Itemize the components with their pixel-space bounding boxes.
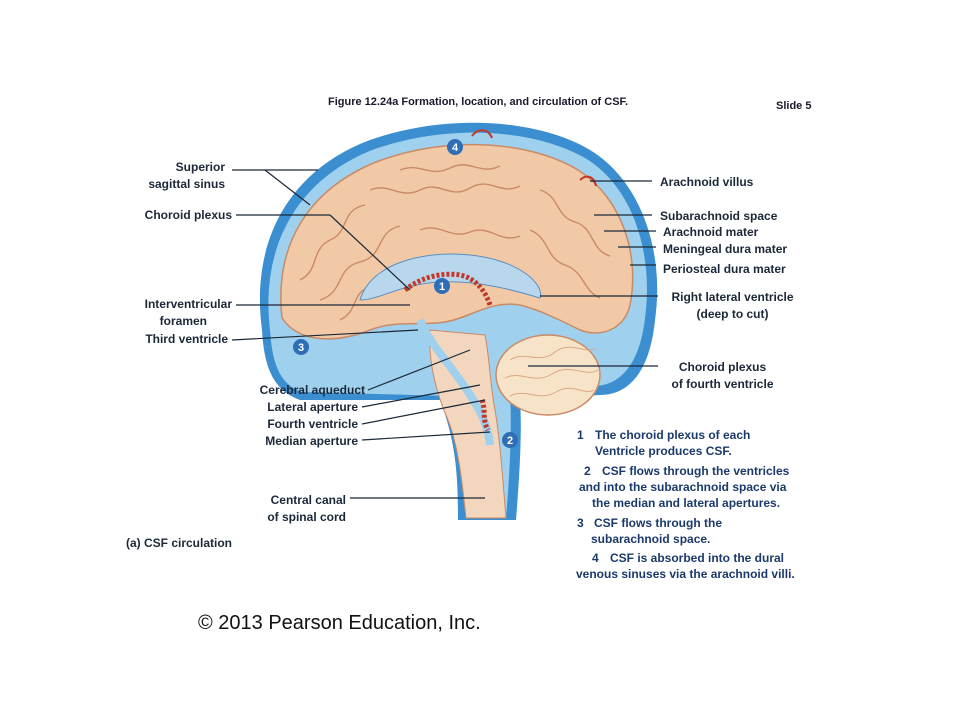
label-median-aperture: Median aperture — [265, 434, 358, 448]
step-1-line1: The choroid plexus of each — [595, 428, 751, 442]
step-1-number: 1 — [577, 428, 584, 442]
arachnoid-villus-right — [579, 175, 597, 187]
lateral-ventricle — [359, 253, 542, 301]
slide-label: Slide 5 — [776, 100, 812, 112]
panel-caption: (a) CSF circulation — [126, 536, 233, 550]
label-choroid-plexus: Choroid plexus — [144, 208, 232, 222]
step-4-line2: venous sinuses via the arachnoid villi. — [576, 567, 795, 581]
step-1-line2: Ventricle produces CSF. — [595, 444, 732, 458]
label-fourth-ventricle: Fourth ventricle — [267, 417, 358, 431]
label-interventricular-foramen-line1: Interventricular — [144, 297, 232, 311]
copyright-notice: © 2013 Pearson Education, Inc. — [198, 612, 481, 634]
label-periosteal-dura-mater: Periosteal dura mater — [663, 262, 786, 276]
label-meningeal-dura-mater: Meningeal dura mater — [663, 242, 788, 256]
label-superior-sagittal-sinus-line1: Superior — [175, 160, 225, 174]
step-4-number: 4 — [592, 551, 599, 565]
label-arachnoid-mater: Arachnoid mater — [663, 225, 759, 239]
label-right-lateral-ventricle-line1: Right lateral ventricle — [671, 290, 794, 304]
brainstem — [429, 329, 507, 519]
label-right-lateral-ventricle-line2: (deep to cut) — [696, 307, 769, 321]
step-2-line1: CSF flows through the ventricles — [602, 464, 790, 478]
figure-caption: Figure 12.24a Formation, location, and c… — [328, 96, 629, 108]
step-3-line1: CSF flows through the — [594, 516, 722, 530]
label-choroid-plexus-fourth-line2: of fourth ventricle — [671, 377, 774, 391]
label-interventricular-foramen-line2: foramen — [159, 314, 207, 328]
label-subarachnoid-space: Subarachnoid space — [660, 209, 778, 223]
marker-3-text: 3 — [298, 342, 304, 354]
marker-2: 2 — [502, 432, 518, 448]
marker-1: 1 — [434, 278, 450, 294]
marker-1-text: 1 — [439, 281, 445, 293]
cerebellum-folia — [504, 346, 599, 397]
step-4-line1: CSF is absorbed into the dural — [610, 551, 785, 565]
choroid-plexus-fourth — [479, 399, 491, 432]
label-central-canal-line1: Central canal — [270, 493, 346, 507]
label-third-ventricle: Third ventricle — [145, 332, 228, 346]
leader-lines — [231, 169, 658, 499]
label-central-canal-line2: of spinal cord — [267, 510, 346, 524]
step-3-line2: subarachnoid space. — [591, 532, 711, 546]
label-choroid-plexus-fourth-line1: Choroid plexus — [678, 360, 767, 374]
label-superior-sagittal-sinus-line2: sagittal sinus — [148, 177, 225, 191]
arachnoid-villus-top — [471, 129, 493, 139]
step-2-line3: the median and lateral apertures. — [592, 496, 781, 510]
cerebellum — [495, 334, 601, 416]
label-cerebral-aqueduct: Cerebral aqueduct — [259, 383, 365, 397]
marker-4: 4 — [447, 139, 463, 155]
step-2-line2: and into the subarachnoid space via — [579, 480, 787, 494]
label-lateral-aperture: Lateral aperture — [267, 400, 358, 414]
label-arachnoid-villus: Arachnoid villus — [660, 175, 754, 189]
marker-2-text: 2 — [507, 435, 513, 447]
step-3-number: 3 — [577, 516, 584, 530]
marker-4-text: 4 — [452, 142, 459, 154]
choroid-plexus-lateral — [403, 271, 493, 306]
marker-3: 3 — [293, 339, 309, 355]
step-2-number: 2 — [584, 464, 591, 478]
